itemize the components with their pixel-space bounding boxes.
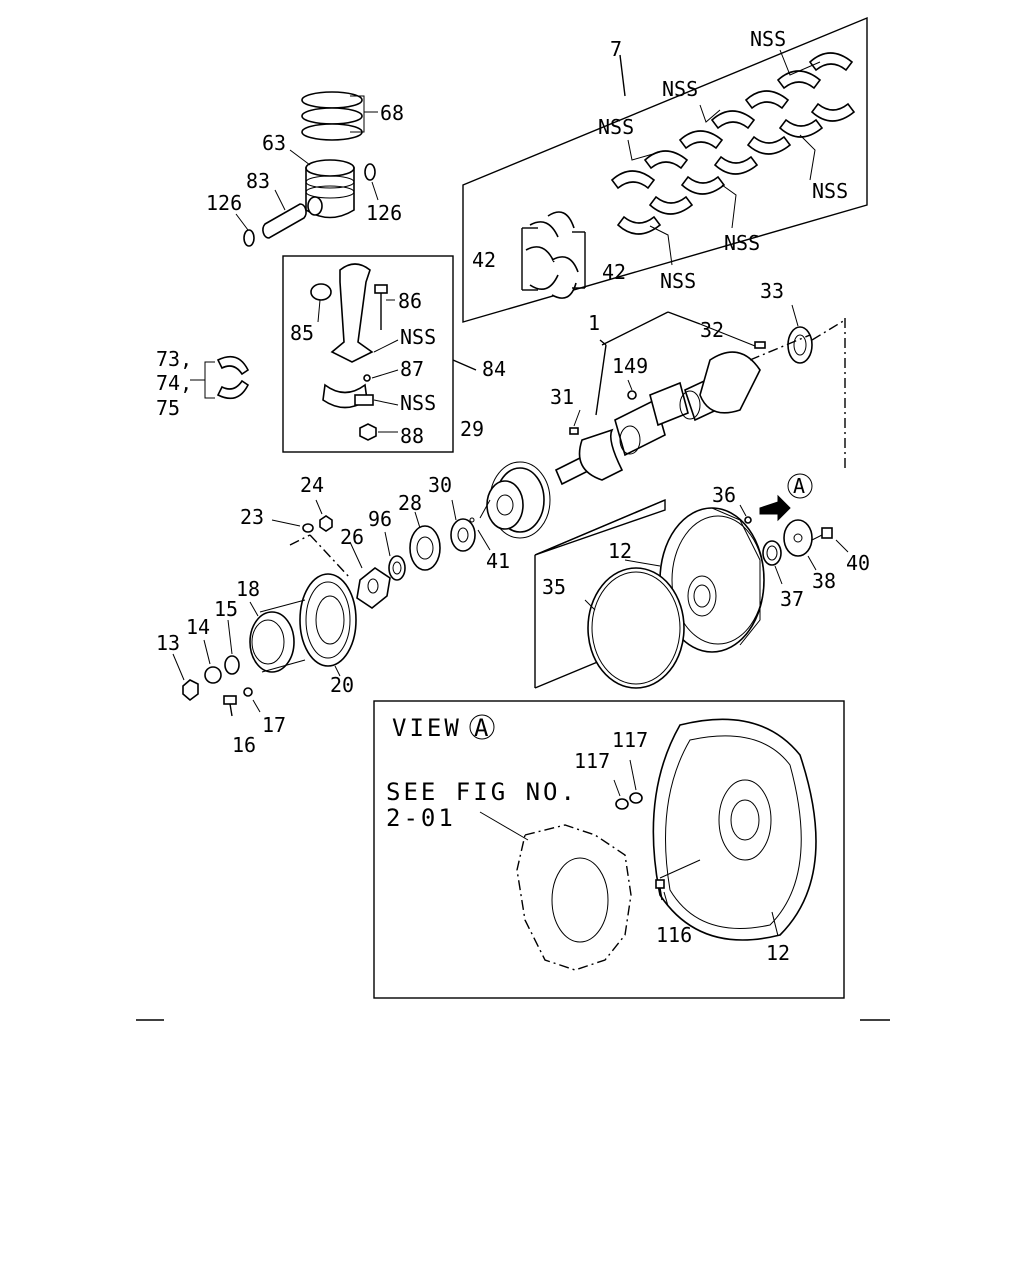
label-nss-2: NSS <box>662 77 698 101</box>
view-a-title: VIEW <box>392 714 462 742</box>
label-31: 31 <box>550 385 574 409</box>
label-83: 83 <box>246 169 270 193</box>
label-16: 16 <box>232 733 256 757</box>
label-38: 38 <box>812 569 836 593</box>
label-12-flywheel: 12 <box>608 539 632 563</box>
bearing-set-box <box>462 16 868 323</box>
label-117-top: 117 <box>612 728 648 752</box>
label-7: 7 <box>610 37 622 61</box>
label-33: 33 <box>760 279 784 303</box>
view-a-box <box>373 700 845 999</box>
label-nss-3: NSS <box>598 115 634 139</box>
label-41: 41 <box>486 549 510 573</box>
thrust-washers <box>521 211 586 299</box>
label-68: 68 <box>380 101 404 125</box>
see-fig-line-2: 2-01 <box>386 804 456 832</box>
label-85: 85 <box>290 321 314 345</box>
label-96: 96 <box>368 507 392 531</box>
see-fig-line-1: SEE FIG NO. <box>386 778 578 806</box>
label-20: 20 <box>330 673 354 697</box>
label-86: 86 <box>398 289 422 313</box>
label-35: 35 <box>542 575 566 599</box>
view-a-circle-letter: A <box>474 714 491 742</box>
label-nss-7: NSS <box>400 325 436 349</box>
label-28: 28 <box>398 491 422 515</box>
label-40: 40 <box>846 551 870 575</box>
label-18: 18 <box>236 577 260 601</box>
conrod-bearing <box>190 355 250 400</box>
label-30: 30 <box>428 473 452 497</box>
label-23: 23 <box>240 505 264 529</box>
part-labels: 7 68 63 83 126 126 42 42 NSS NSS NSS NSS… <box>156 27 870 965</box>
label-63: 63 <box>262 131 286 155</box>
label-14: 14 <box>186 615 210 639</box>
label-24: 24 <box>300 473 324 497</box>
label-1: 1 <box>588 311 600 335</box>
label-29: 29 <box>460 417 484 441</box>
piston-group <box>235 91 379 247</box>
label-73: 73, <box>156 347 192 371</box>
label-nss-1: NSS <box>750 27 786 51</box>
main-bearing-shells <box>610 52 856 235</box>
label-37: 37 <box>780 587 804 611</box>
damper-pulley <box>172 573 357 717</box>
label-84: 84 <box>482 357 506 381</box>
label-17: 17 <box>262 713 286 737</box>
crankshaft <box>554 304 846 486</box>
connecting-rod-box <box>282 255 477 453</box>
flywheel-group <box>534 473 849 689</box>
front-gear-train <box>271 461 551 609</box>
label-15: 15 <box>214 597 238 621</box>
label-nss-5: NSS <box>724 231 760 255</box>
label-74: 74, <box>156 371 192 395</box>
label-13: 13 <box>156 631 180 655</box>
label-88: 88 <box>400 424 424 448</box>
label-view-a-marker: A <box>793 474 805 498</box>
label-42-left: 42 <box>472 248 496 272</box>
label-87: 87 <box>400 357 424 381</box>
label-nss-6: NSS <box>660 269 696 293</box>
label-126-left: 126 <box>206 191 242 215</box>
label-149: 149 <box>612 354 648 378</box>
label-nss-8: NSS <box>400 391 436 415</box>
label-75: 75 <box>156 396 180 420</box>
label-117-bottom: 117 <box>574 749 610 773</box>
label-36: 36 <box>712 483 736 507</box>
label-116: 116 <box>656 923 692 947</box>
label-32: 32 <box>700 318 724 342</box>
label-nss-4: NSS <box>812 179 848 203</box>
label-42-right: 42 <box>602 260 626 284</box>
label-126-right: 126 <box>366 201 402 225</box>
label-12-view: 12 <box>766 941 790 965</box>
label-26: 26 <box>340 525 364 549</box>
